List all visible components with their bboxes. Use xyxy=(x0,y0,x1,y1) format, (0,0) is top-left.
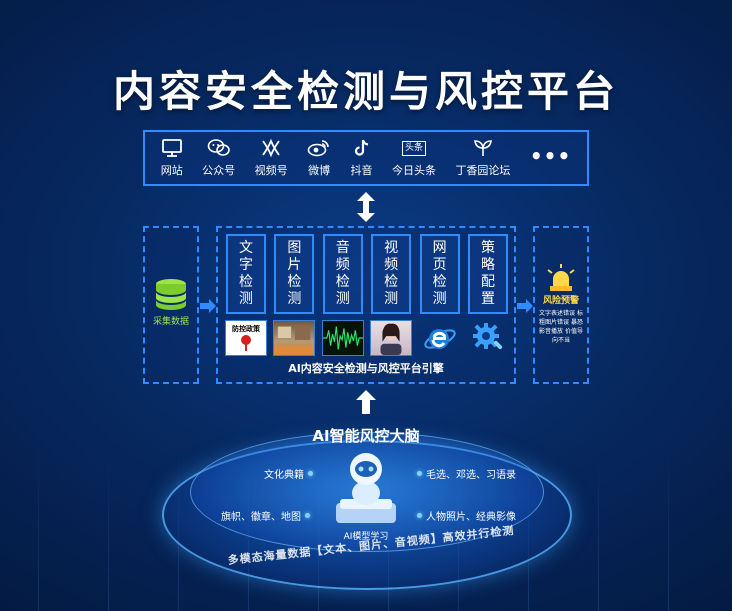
model-label: AI模型学习 xyxy=(343,532,389,542)
platform-weibo: 微博 xyxy=(307,138,331,178)
module-strategy: 策略配置 xyxy=(467,234,509,356)
more-icon-glyph: ••• xyxy=(529,144,572,168)
robot-icon xyxy=(336,453,396,523)
collect-label: 采集数据 xyxy=(152,317,189,327)
platform-label: 网站 xyxy=(160,164,183,177)
platform-channels: 视频号 xyxy=(255,138,288,178)
module-text: 文字检测 防控政策 xyxy=(225,234,267,356)
weibo-icon xyxy=(307,138,331,158)
platform-label: 公众号 xyxy=(202,164,236,177)
module-label: 图片检测 xyxy=(287,240,302,307)
bullet-dot xyxy=(308,471,313,476)
gear-icon xyxy=(472,323,503,350)
module-audio: 音频检测 xyxy=(321,234,364,356)
engine-caption: AI内容安全检测与风控平台引擎 xyxy=(288,362,444,375)
tiktok-icon xyxy=(352,138,372,158)
audio-thumb xyxy=(321,320,364,356)
module-image: 图片检测 xyxy=(273,234,316,356)
more-icon: ••• xyxy=(530,146,571,166)
text-thumb-caption: 防控政策 xyxy=(232,324,260,333)
platform-label: 视频号 xyxy=(254,164,288,177)
module-label: 策略配置 xyxy=(480,240,495,307)
platform-bar: 网站 公众号 视频号 微博 抖音 头条 今日头条 丁香园论坛 xyxy=(143,130,589,186)
platform-wechat: 公众号 xyxy=(202,138,235,178)
engine-panel xyxy=(216,226,516,384)
image-thumb xyxy=(273,320,316,356)
text-thumb: 防控政策 xyxy=(225,320,267,356)
risk-panel xyxy=(533,226,589,384)
database-icon xyxy=(156,279,186,310)
right-tag-photos: 人物照片、经典影像 xyxy=(417,508,516,523)
detection-modules: 文字检测 防控政策 图片检测 音频检测 视频检测 网页检测 策略配置 xyxy=(225,234,509,356)
platform-website: 网站 xyxy=(161,138,183,178)
bullet-dot xyxy=(417,471,422,476)
platform-toutiao: 头条 今日头条 xyxy=(392,138,436,178)
risk-title: 风险预警 xyxy=(542,296,579,306)
channels-icon xyxy=(260,138,282,158)
siren-icon xyxy=(547,264,575,291)
leaf-icon xyxy=(472,138,494,158)
platform-label: 微博 xyxy=(308,164,331,177)
module-label: 视频检测 xyxy=(384,240,399,307)
left-tag-classics: 文化典籍 xyxy=(264,466,313,481)
left-tag-flags: 旗帜、徽章、地图 xyxy=(221,508,310,523)
risk-description: 文字表述错误 标粗图片错误 暴恐影音播放 价值导向不当 xyxy=(539,310,583,344)
platform-label: 抖音 xyxy=(350,164,373,177)
module-web: 网页检测 xyxy=(419,234,461,356)
right-tag-quotes: 毛选、邓选、习语录 xyxy=(417,466,516,481)
ie-thumb xyxy=(419,320,461,356)
page-title: 内容安全检测与风控平台 xyxy=(112,67,619,116)
platform-label: 今日头条 xyxy=(391,164,436,177)
bullet-dot xyxy=(305,513,310,518)
double-arrow-icon xyxy=(357,192,375,222)
bullet-dot xyxy=(417,513,422,518)
module-label: 音频检测 xyxy=(335,240,350,307)
platform-dxy: 丁香园论坛 xyxy=(455,138,510,178)
module-label: 文字检测 xyxy=(239,240,253,307)
platform-label: 丁香园论坛 xyxy=(455,164,511,177)
platform-tiktok: 抖音 xyxy=(351,138,373,178)
toutiao-icon-text: 头条 xyxy=(401,140,426,156)
wechat-icon xyxy=(207,138,231,158)
brain-title: AI智能风控大脑 xyxy=(312,427,420,445)
video-thumb xyxy=(370,320,413,356)
arrow-right-icon xyxy=(517,299,533,313)
monitor-icon xyxy=(161,138,183,158)
arrow-up-icon xyxy=(356,390,376,414)
module-label: 网页检测 xyxy=(432,240,447,307)
toutiao-icon: 头条 xyxy=(401,138,426,158)
arrow-right-icon xyxy=(200,299,216,313)
ie-icon xyxy=(423,329,456,349)
module-video: 视频检测 xyxy=(370,234,413,356)
platform-more: ••• xyxy=(530,146,571,170)
collect-panel xyxy=(143,226,199,384)
gear-thumb xyxy=(467,320,509,356)
